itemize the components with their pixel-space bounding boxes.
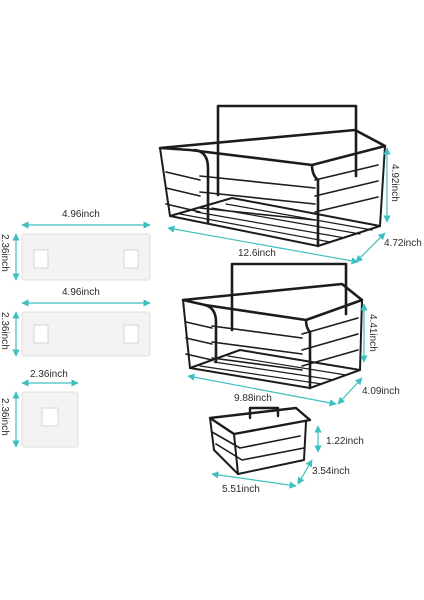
plate3-height-label: 2.36inch <box>0 398 10 436</box>
adhesive-plate-small: 2.36inch 2.36inch <box>0 369 79 448</box>
soap-dish: 5.51inch 3.54inch 1.22inch <box>208 406 364 495</box>
basket-medium-height-label: 4.41inch <box>367 314 378 352</box>
plate1-width-label: 4.96inch <box>62 209 100 220</box>
plate2-width-label: 4.96inch <box>62 287 100 298</box>
basket-medium-width-label: 9.88inch <box>234 393 272 404</box>
soap-dish-depth-label: 3.54inch <box>312 466 350 477</box>
basket-large-depth-label: 4.72inch <box>384 238 422 249</box>
basket-large: 12.6inch 4.72inch 4.92inch <box>158 104 422 265</box>
adhesive-plate-large-mid: 4.96inch 2.36inch <box>0 287 151 357</box>
basket-large-width-label: 12.6inch <box>238 248 276 259</box>
plate3-hook <box>41 407 59 427</box>
plate2-body <box>21 311 151 357</box>
plate1-height-label: 2.36inch <box>0 234 10 272</box>
soap-dish-width-label: 5.51inch <box>222 484 260 495</box>
plate1-body <box>21 233 151 281</box>
soap-dish-depth-arrow <box>297 459 313 485</box>
basket-medium-handle <box>230 262 348 332</box>
basket-large-depth-arrow <box>355 232 386 263</box>
basket-large-rim <box>158 128 387 167</box>
soap-dish-width-arrow <box>211 471 297 489</box>
plate2-height-label: 2.36inch <box>0 312 10 350</box>
adhesive-plate-large-top: 4.96inch 2.36inch <box>0 209 151 281</box>
plate3-width-label: 2.36inch <box>30 369 68 380</box>
basket-large-height-label: 4.92inch <box>389 164 400 202</box>
soap-dish-height-label: 1.22inch <box>326 436 364 447</box>
plate2-hook-left <box>33 324 49 344</box>
plate1-hook-left <box>33 249 49 269</box>
basket-medium-depth-arrow <box>337 377 363 405</box>
basket-medium-depth-label: 4.09inch <box>362 386 400 397</box>
basket-large-width-arrow <box>167 225 359 265</box>
plate2-hook-right <box>123 324 139 344</box>
basket-medium: 9.88inch 4.09inch 4.41inch <box>181 262 400 407</box>
basket-large-handle <box>216 104 358 197</box>
basket-medium-width-arrow <box>187 373 337 407</box>
basket-medium-rim <box>181 282 364 322</box>
soap-dish-rim <box>208 406 312 436</box>
plate1-hook-right <box>123 249 139 269</box>
